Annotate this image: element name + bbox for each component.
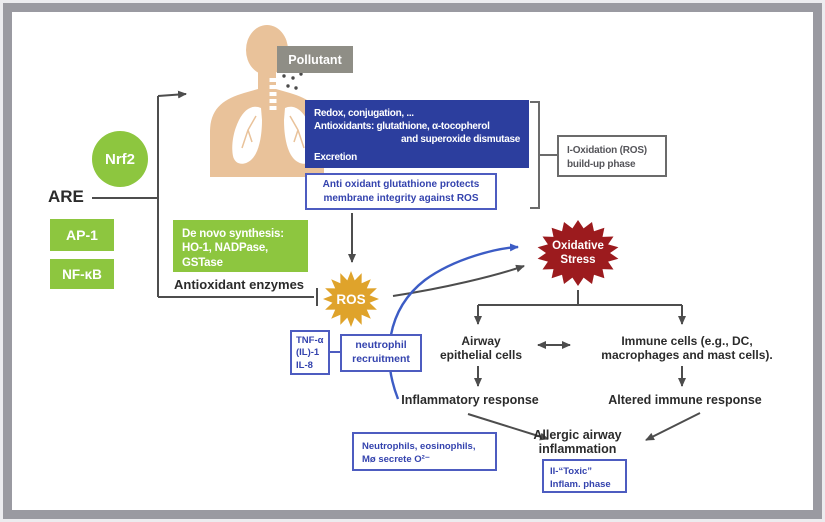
phase2-line2: Inflam. phase	[550, 479, 611, 491]
airway-line2: epithelial cells	[439, 348, 523, 362]
denovo-line1: De novo synthesis:	[182, 228, 284, 240]
detox-box: Redox, conjugation, ... Antioxidants: gl…	[305, 100, 529, 168]
denovo-box: De novo synthesis: HO-1, NADPase, GSTase	[173, 220, 308, 272]
immune-cells-label: Immune cells (e.g., DC, macrophages and …	[582, 333, 792, 363]
oxidative-stress-line1: Oxidative	[552, 239, 604, 252]
phase2-line1: II-“Toxic”	[550, 466, 593, 477]
arrow-inflammatory-to-allergic	[467, 413, 549, 441]
oxidative-stress-starburst	[537, 220, 619, 286]
airway-line1: Airway	[461, 333, 501, 348]
nfkb-label: NF-κB	[62, 266, 102, 282]
pollutant-label: Pollutant	[288, 52, 342, 67]
detox-line2: Antioxidants: glutathione, α-tocopherol	[314, 121, 490, 132]
glutathione-box: Anti oxidant glutathione protects membra…	[305, 173, 497, 210]
arrow-altered-to-allergic	[645, 412, 701, 441]
cytokine-line2: (IL)-1	[296, 347, 320, 359]
nrf2-label: Nrf2	[104, 150, 135, 168]
detox-line4: Excretion	[314, 152, 357, 163]
denovo-line2: HO-1, NADPase,	[182, 242, 269, 255]
inhibit-antioxidant-to-ros	[158, 288, 318, 306]
phase1-line2: build-up phase	[567, 158, 636, 170]
glutathione-line1: Anti oxidant glutathione protects	[322, 179, 480, 190]
nfkb-node: NF-κB	[50, 259, 114, 289]
curve-inflammation-feedback	[388, 243, 519, 400]
lung-left	[232, 106, 262, 164]
neutrophil-line1: neutrophil	[355, 339, 407, 352]
oxidative-stress-line2: Stress	[560, 254, 596, 266]
detox-line1: Redox, conjugation, ...	[314, 108, 414, 119]
effector-box: Neutrophils, eosinophils, Mø secrete O²⁻	[352, 432, 497, 471]
neutrophil-line2: recruitment	[352, 353, 410, 365]
cytokine-line3: IL-8	[296, 359, 313, 371]
ros-starburst	[323, 271, 379, 327]
branch-oxstress-split	[478, 290, 682, 306]
inflammatory-response-label: Inflammatory response	[401, 393, 539, 407]
pollutant-box: Pollutant	[277, 46, 353, 73]
ap1-node: AP-1	[50, 219, 114, 251]
ros-label: ROS	[336, 291, 366, 307]
phase1-line1: I-Oxidation (ROS)	[567, 145, 647, 156]
detox-line3: and superoxide dismutase	[401, 134, 520, 145]
phase2-box: II-“Toxic” Inflam. phase	[542, 459, 627, 493]
bronchi-lines	[241, 115, 305, 149]
allergic-line2: inflammation	[538, 442, 617, 456]
bracket-phase1	[530, 101, 557, 209]
effector-line2: Mø secrete O²⁻	[362, 454, 430, 466]
glutathione-line2: membrane integrity against ROS	[323, 192, 479, 204]
altered-immune-response-label: Altered immune response	[608, 393, 762, 407]
phase1-box: I-Oxidation (ROS) build-up phase	[557, 135, 667, 177]
allergic-inflammation-label: Allergic airway inflammation	[520, 428, 635, 456]
immune-line2: macrophages and mast cells).	[601, 348, 773, 362]
airway-cells-label: Airway epithelial cells	[421, 333, 541, 363]
nrf2-node: Nrf2	[92, 131, 148, 187]
are-label: ARE	[48, 187, 84, 206]
allergic-line1: Allergic airway	[533, 427, 622, 442]
neutrophil-box: neutrophil recruitment	[340, 334, 422, 372]
immune-line1: Immune cells (e.g., DC,	[621, 333, 753, 348]
ap1-label: AP-1	[66, 227, 98, 243]
denovo-line3: GSTase	[182, 256, 223, 269]
effector-line1: Neutrophils, eosinophils,	[362, 441, 476, 452]
cytokine-line1: TNF-α	[296, 335, 324, 346]
nrf2-signal-line	[92, 96, 159, 297]
oxidative-stress-label: Oxidative Stress	[538, 235, 618, 271]
antioxidant-enzymes-label: Antioxidant enzymes	[174, 277, 305, 292]
arrow-are-to-lungs	[157, 90, 187, 99]
cytokine-box: TNF-α (IL)-1 IL-8	[290, 330, 330, 375]
